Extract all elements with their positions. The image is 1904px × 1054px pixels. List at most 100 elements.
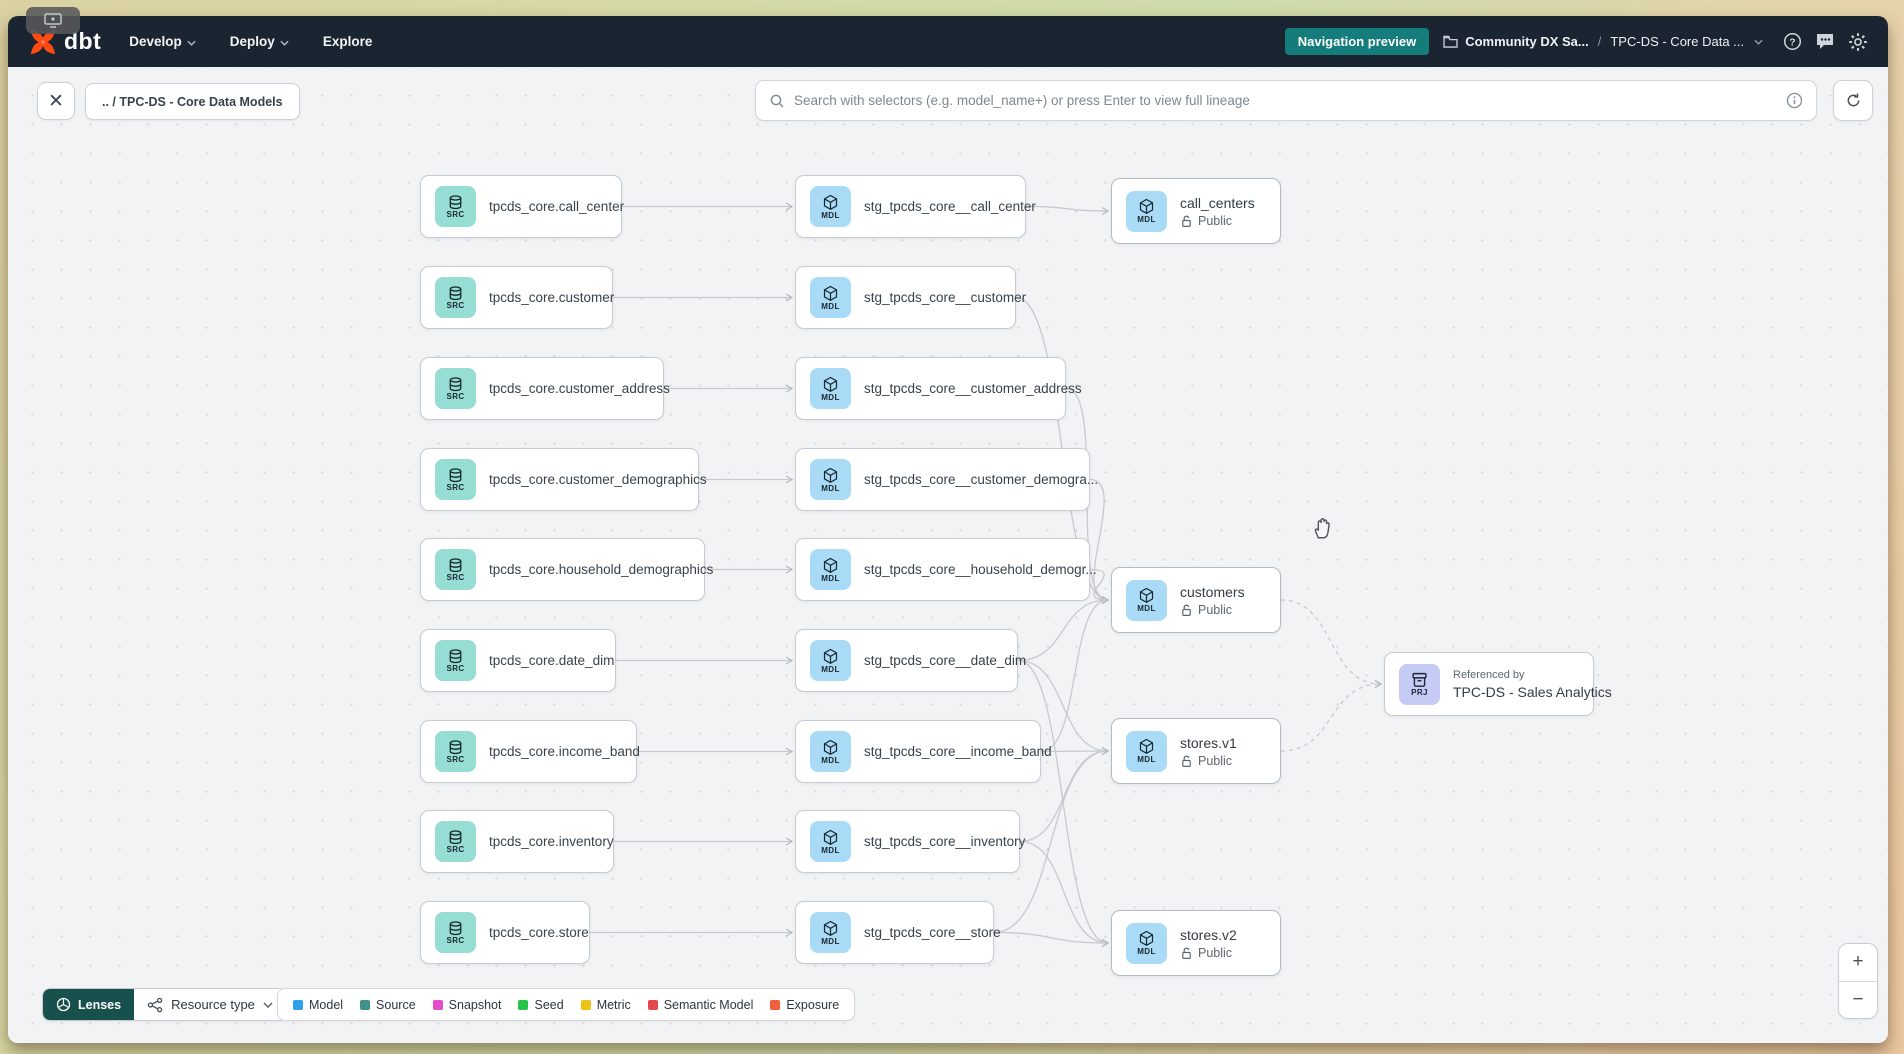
node-label: stg_tpcds_core__inventory — [864, 834, 1026, 849]
src-node-icon: SRC — [435, 731, 476, 772]
mdl-node-icon: MDL — [1126, 922, 1167, 964]
node-type-tag: MDL — [821, 573, 840, 583]
legend-swatch — [360, 999, 371, 1010]
zoom-controls: + − — [1838, 943, 1878, 1019]
node-type-tag: SRC — [446, 209, 465, 219]
refresh-lineage-button[interactable] — [1833, 80, 1873, 121]
model-cube-icon — [823, 467, 838, 483]
node-title: call_centers — [1180, 194, 1255, 211]
search-input[interactable] — [794, 93, 1777, 108]
edge-m6-r4 — [1017, 659, 1110, 948]
node-label: stg_tpcds_core__date_dim — [864, 653, 1027, 668]
src-node-icon: SRC — [435, 549, 476, 590]
node-stg_tpcds_core__customer[interactable]: MDL stg_tpcds_core__customer — [795, 266, 1026, 329]
node-type-tag: SRC — [446, 391, 465, 401]
model-cube-icon — [823, 920, 838, 936]
mdl-node-icon: MDL — [1126, 190, 1167, 232]
mdl-node-icon: MDL — [810, 731, 851, 772]
node-label: stg_tpcds_core__customer — [864, 290, 1027, 305]
zoom-in-button[interactable]: + — [1839, 944, 1877, 982]
node-stg_tpcds_core__inventory[interactable]: MDL stg_tpcds_core__inventory — [795, 810, 1025, 873]
mdl-node-icon: MDL — [810, 821, 851, 862]
chevron-down-icon — [263, 1001, 273, 1008]
folder-icon — [1443, 35, 1458, 48]
navigation-preview-button[interactable]: Navigation preview — [1284, 28, 1430, 55]
mdl-node-icon: MDL — [810, 549, 851, 590]
breadcrumb-section[interactable]: TPC-DS - Core Data ... — [1610, 34, 1744, 49]
node-type-tag: SRC — [446, 663, 465, 673]
zoom-out-button[interactable]: − — [1839, 981, 1877, 1018]
resource-type-icon — [147, 997, 163, 1012]
node-type-tag: MDL — [821, 392, 840, 402]
legend-swatch — [518, 999, 529, 1010]
node-label: tpcds_core.income_band — [489, 744, 640, 759]
nav-item-explore[interactable]: Explore — [322, 34, 373, 49]
database-icon — [449, 920, 462, 935]
nav-menu: Develop Deploy Explore — [129, 34, 372, 49]
mdl-node-icon: MDL — [1126, 730, 1167, 772]
lenses-aperture-icon — [56, 997, 71, 1012]
legend-swatch — [647, 999, 658, 1010]
node-stg_tpcds_core__date_dim[interactable]: MDL stg_tpcds_core__date_dim — [795, 629, 1026, 692]
model-cube-icon — [823, 376, 838, 392]
edge-m6-r2 — [1017, 595, 1110, 662]
node-title: TPC-DS - Sales Analytics — [1453, 683, 1612, 700]
nav-item-develop[interactable]: Develop — [129, 34, 196, 49]
monitor-icon — [44, 13, 62, 28]
legend-swatch — [293, 999, 303, 1010]
mdl-node-icon: MDL — [810, 459, 851, 500]
chevron-down-icon[interactable] — [1754, 39, 1763, 45]
navbar-icon-group: ? — [1783, 32, 1868, 52]
info-icon[interactable] — [1786, 92, 1803, 109]
node-type-tag: PRJ — [1411, 687, 1428, 697]
node-type-tag: SRC — [446, 572, 465, 582]
public-unlock-icon — [1182, 215, 1191, 227]
src-node-icon: SRC — [435, 821, 476, 862]
legend-item-seed: Seed — [518, 998, 564, 1012]
nav-item-deploy[interactable]: Deploy — [230, 34, 289, 49]
lenses-button[interactable]: Lenses — [43, 989, 135, 1020]
settings-gear-icon[interactable] — [1848, 32, 1868, 52]
lineage-breadcrumb-chip[interactable]: .. / TPC-DS - Core Data Models — [85, 83, 300, 120]
mdl-node-icon: MDL — [810, 186, 851, 227]
public-badge: Public — [1180, 214, 1255, 228]
breadcrumb-project[interactable]: Community DX Sa... — [1465, 34, 1589, 49]
node-stg_tpcds_core__customer_address[interactable]: MDL stg_tpcds_core__customer_address — [795, 357, 1082, 420]
node-type-tag: MDL — [821, 301, 840, 311]
src-node-icon: SRC — [435, 459, 476, 500]
node-type-tag: MDL — [821, 664, 840, 674]
feedback-icon[interactable] — [1815, 32, 1835, 51]
node-label: stg_tpcds_core__customer_address — [864, 381, 1082, 396]
node-type-tag: SRC — [446, 482, 465, 492]
node-tpcds_core.income_band[interactable]: SRC tpcds_core.income_band — [420, 720, 640, 783]
node-label: tpcds_core.store — [489, 925, 589, 940]
resource-type-dropdown[interactable]: Resource type — [134, 989, 286, 1020]
model-cube-icon — [823, 285, 838, 301]
legend-item-source: Source — [360, 998, 416, 1012]
node-label: tpcds_core.inventory — [489, 834, 614, 849]
close-lineage-button[interactable]: ✕ — [37, 82, 75, 120]
svg-text:?: ? — [1789, 37, 1795, 48]
node-tpcds_core.inventory[interactable]: SRC tpcds_core.inventory — [420, 810, 614, 873]
help-icon[interactable]: ? — [1783, 32, 1802, 51]
